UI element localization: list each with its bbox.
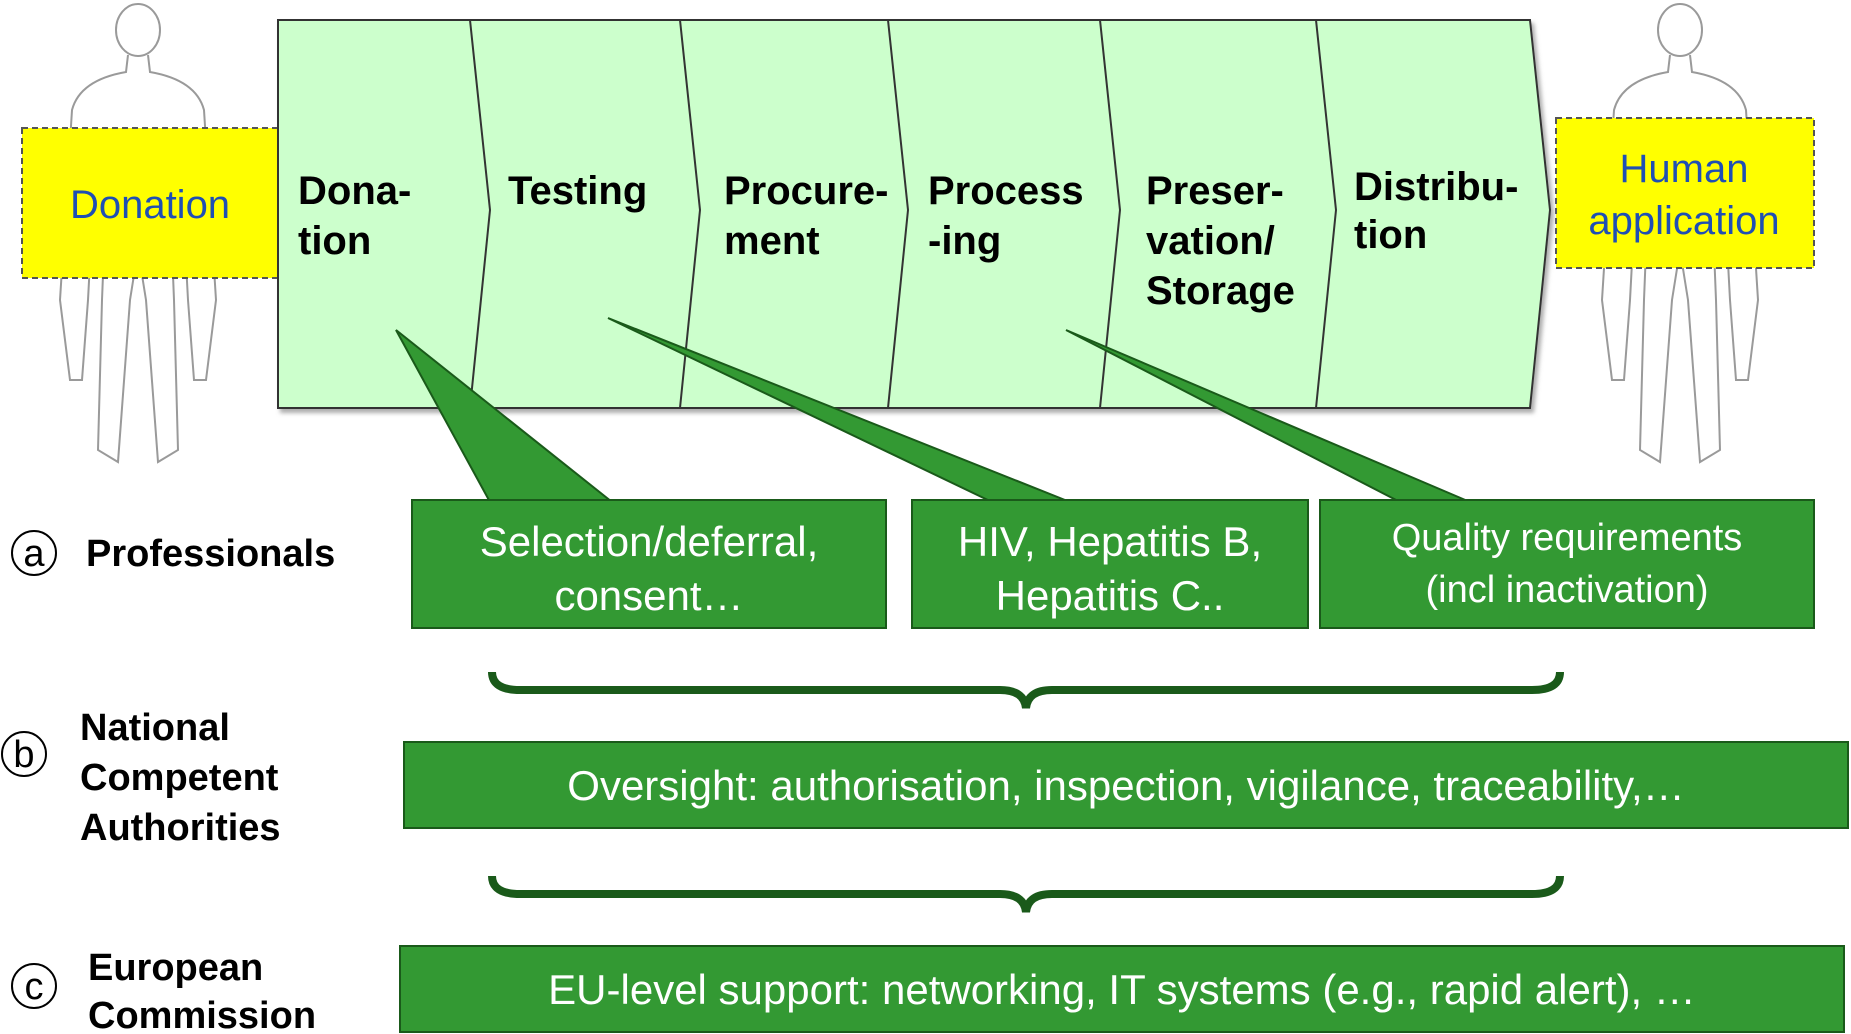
marker-c-circle — [11, 963, 57, 1009]
commission-label-line-2: Commission — [88, 995, 316, 1034]
quality-box-line-2: (incl inactivation) — [1426, 569, 1709, 611]
stage-distribution-line-1: Distribu- — [1354, 165, 1518, 209]
stage-donation-line-1: Dona- — [298, 169, 411, 213]
end-label-line-1: Human — [1620, 147, 1749, 191]
donation-start-label: Donation — [70, 183, 230, 227]
stage-testing: Testing — [508, 169, 647, 213]
stage-preservation-line-3: Storage — [1146, 269, 1295, 313]
marker-c-letter: c — [25, 966, 44, 1008]
stage-donation-line-2: tion — [298, 219, 371, 263]
stage-processing-line-2: -ing — [928, 219, 1001, 263]
testing-box-line-2: Hepatitis C.. — [996, 572, 1225, 619]
testing-box-line-1: HIV, Hepatitis B, — [958, 518, 1262, 565]
authorities-label-line-1: National — [80, 707, 230, 749]
human-application-end-box: Human application — [1555, 117, 1815, 269]
professionals-label: Professionals — [86, 533, 335, 575]
marker-a-circle — [11, 530, 57, 576]
marker-a-letter: a — [23, 533, 45, 575]
authorities-row: b National Competent Authorities Oversig… — [1, 707, 1849, 849]
stage-processing-line-1: Process — [928, 169, 1084, 213]
professionals-box-testing — [911, 499, 1309, 629]
marker-b-circle — [1, 731, 47, 777]
oversight-text: Oversight: authorisation, inspection, vi… — [567, 762, 1684, 809]
quality-box-line-1: Quality requirements — [1392, 517, 1743, 559]
selection-box-line-2: consent… — [554, 572, 743, 619]
authorities-box — [403, 741, 1849, 829]
stage-preservation-line-1: Preser- — [1146, 169, 1284, 213]
professionals-box-quality — [1319, 499, 1815, 629]
eu-support-text: EU-level support: networking, IT systems… — [548, 966, 1696, 1013]
authorities-label-line-2: Competent — [80, 757, 279, 799]
stage-procurement-line-1: Procure- — [724, 169, 889, 213]
commission-label-line-1: European — [88, 947, 263, 989]
donation-start-box: Donation — [21, 127, 281, 279]
selection-box-line-1: Selection/deferral, — [480, 518, 819, 565]
brace-1 — [488, 671, 1564, 709]
process-chain: Dona- tion Testing Procure- ment Process… — [277, 19, 1552, 409]
professionals-row: a Professionals Selection/deferral, cons… — [11, 499, 1815, 629]
stage-distribution-line-2: tion — [1354, 213, 1427, 257]
brace-2 — [488, 875, 1564, 913]
marker-b-letter: b — [13, 734, 34, 776]
commission-box — [399, 945, 1845, 1033]
commission-row: c European Commission EU-level support: … — [11, 945, 1845, 1034]
stage-procurement-line-2: ment — [724, 219, 820, 263]
professionals-box-selection — [411, 499, 887, 629]
stage-preservation-line-2: vation/ — [1146, 219, 1275, 263]
end-label-line-2: application — [1588, 199, 1779, 243]
authorities-label-line-3: Authorities — [80, 807, 281, 849]
